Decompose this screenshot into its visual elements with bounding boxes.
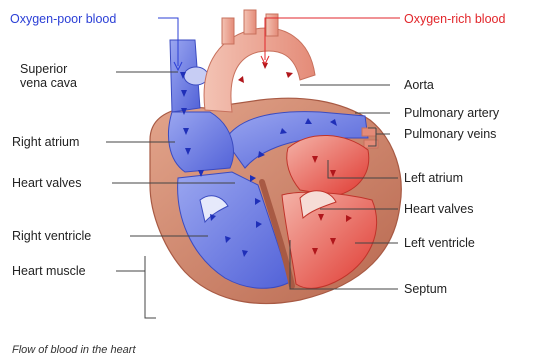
right-atrium-label: Right atrium [12,135,79,149]
heart-valves-right-label: Heart valves [404,202,473,216]
superior-vena-cava-label-line1: Superior [20,62,67,76]
aorta-branch-3 [266,14,278,36]
right-ventricle-label: Right ventricle [12,229,91,243]
aorta-branch-1 [222,18,234,44]
oxygen-rich-blood-label: Oxygen-rich blood [404,12,505,26]
pulmonary-veins-label: Pulmonary veins [404,127,496,141]
superior-vena-cava-label-line2: vena cava [20,76,77,90]
left-ventricle-label: Left ventricle [404,236,475,250]
pulmonary-artery-label: Pulmonary artery [404,106,499,120]
oxygen-poor-blood-label: Oxygen-poor blood [10,12,116,26]
left-atrium-label: Left atrium [404,171,463,185]
diagram-caption: Flow of blood in the heart [12,344,136,356]
vena-cava-opening [184,67,208,85]
aorta-branch-2 [244,10,256,34]
aorta-label: Aorta [404,78,434,92]
pulmonary-vein-1 [362,128,376,136]
left-ventricle-chamber [282,192,377,288]
heart-muscle-label: Heart muscle [12,264,86,278]
septum-label: Septum [404,282,447,296]
heart-valves-left-label: Heart valves [12,176,81,190]
